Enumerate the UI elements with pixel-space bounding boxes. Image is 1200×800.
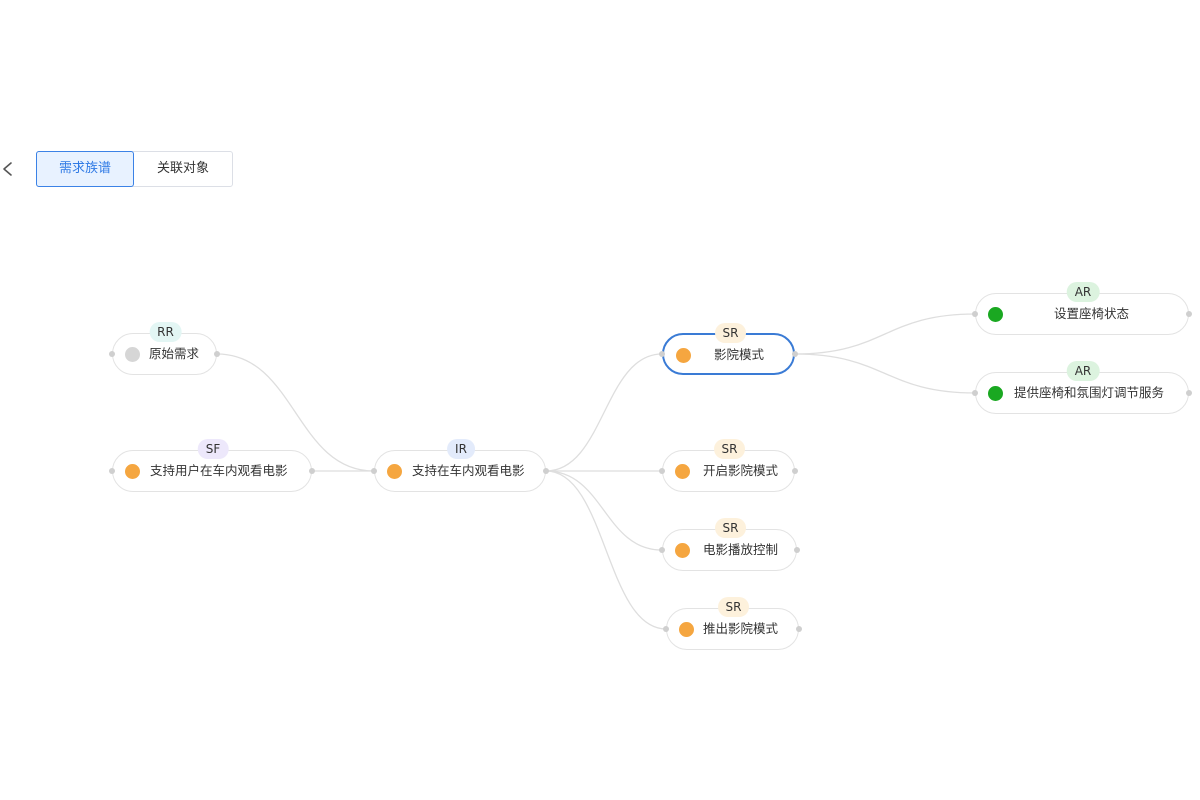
node-type-badge: SF: [197, 439, 229, 459]
node-sf[interactable]: 支持用户在车内观看电影 SF: [112, 439, 312, 492]
status-dot: [988, 307, 1003, 322]
node-label: 推出影院模式: [703, 621, 779, 636]
node-type-badge: SR: [713, 439, 746, 459]
status-dot: [675, 543, 690, 558]
edge-ir-sr4: [545, 470, 667, 630]
edge-ir-sr1: [545, 353, 663, 472]
edge-sr1-ar1: [794, 313, 976, 355]
status-dot: [679, 622, 694, 637]
node-type-badge: AR: [1066, 361, 1100, 381]
tab-requirement-lineage[interactable]: 需求族谱: [36, 151, 134, 187]
edge-ir-sr3: [545, 470, 663, 551]
node-ar1[interactable]: 设置座椅状态 AR: [975, 282, 1189, 335]
view-tabs: 需求族谱 关联对象: [36, 151, 233, 187]
node-sr2[interactable]: 开启影院模式 SR: [662, 439, 795, 492]
status-dot: [675, 464, 690, 479]
back-chevron-icon[interactable]: [0, 158, 16, 180]
node-label: 支持在车内观看电影: [412, 463, 525, 478]
node-sr1[interactable]: 影院模式 SR: [662, 323, 795, 375]
input-port[interactable]: [109, 351, 115, 357]
node-type-badge: AR: [1066, 282, 1100, 302]
input-port[interactable]: [663, 626, 669, 632]
input-port[interactable]: [371, 468, 377, 474]
node-label: 电影播放控制: [703, 542, 779, 557]
node-sr3[interactable]: 电影播放控制 SR: [662, 518, 797, 571]
node-type-badge: RR: [149, 322, 182, 342]
node-type-badge: SR: [717, 597, 750, 617]
input-port[interactable]: [659, 547, 665, 553]
status-dot: [125, 347, 140, 362]
edge-sr1-ar2: [794, 353, 976, 394]
node-ir[interactable]: 支持在车内观看电影 IR: [374, 439, 546, 492]
node-ar2[interactable]: 提供座椅和氛围灯调节服务 AR: [975, 361, 1189, 414]
tab-related-objects[interactable]: 关联对象: [156, 161, 209, 176]
status-dot: [125, 464, 140, 479]
status-dot: [387, 464, 402, 479]
node-label: 开启影院模式: [703, 463, 779, 478]
node-label: 影院模式: [714, 347, 765, 362]
node-label: 支持用户在车内观看电影: [150, 463, 288, 478]
input-port[interactable]: [659, 351, 665, 357]
output-port[interactable]: [309, 468, 315, 474]
output-port[interactable]: [1186, 311, 1192, 317]
node-rr[interactable]: 原始需求 RR: [112, 322, 217, 375]
status-dot: [676, 348, 691, 363]
status-dot: [988, 386, 1003, 401]
output-port[interactable]: [214, 351, 220, 357]
output-port[interactable]: [543, 468, 549, 474]
input-port[interactable]: [972, 311, 978, 317]
input-port[interactable]: [972, 390, 978, 396]
node-type-badge: SR: [714, 518, 747, 538]
output-port[interactable]: [792, 468, 798, 474]
input-port[interactable]: [659, 468, 665, 474]
node-label: 设置座椅状态: [1054, 306, 1130, 321]
output-port[interactable]: [792, 351, 798, 357]
node-type-badge: SR: [714, 323, 747, 343]
output-port[interactable]: [794, 547, 800, 553]
node-label: 提供座椅和氛围灯调节服务: [1014, 385, 1165, 400]
node-sr4[interactable]: 推出影院模式 SR: [666, 597, 799, 650]
node-type-badge: IR: [447, 439, 475, 459]
node-label: 原始需求: [149, 346, 200, 361]
output-port[interactable]: [796, 626, 802, 632]
output-port[interactable]: [1186, 390, 1192, 396]
input-port[interactable]: [109, 468, 115, 474]
